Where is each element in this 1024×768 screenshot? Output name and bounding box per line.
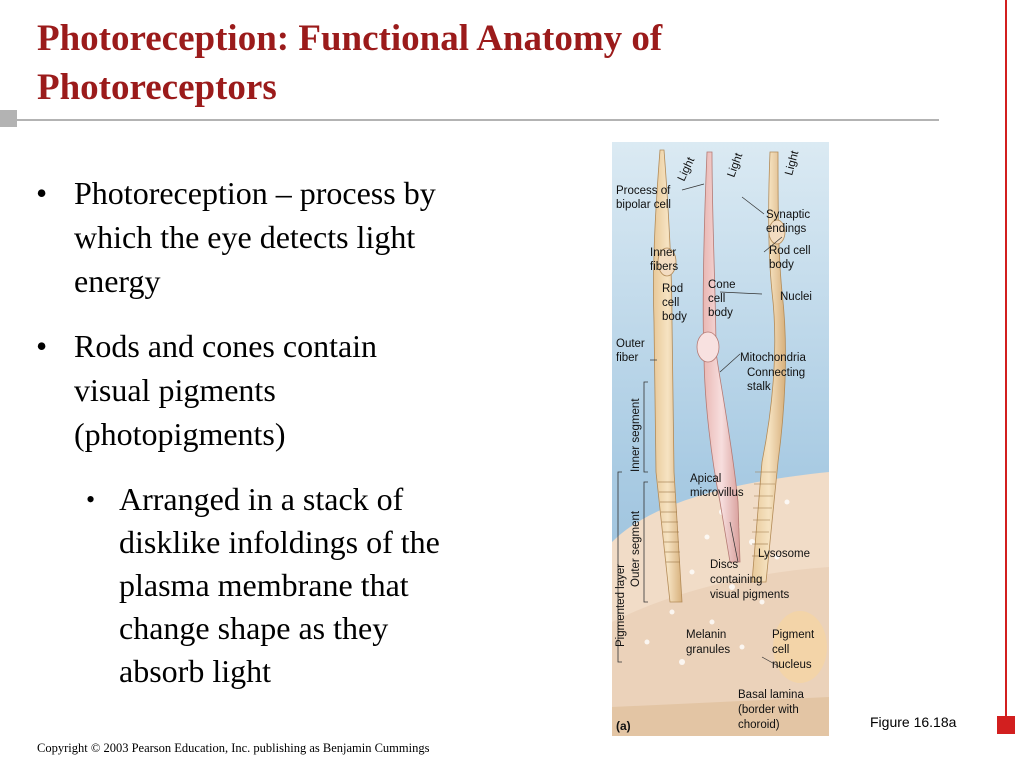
label-melanin-granules: Melanin: [686, 629, 726, 641]
figure-labels: Light Light Light Process of bipolar cel…: [615, 149, 815, 733]
figure-caption: Figure 16.18a: [870, 714, 957, 730]
sub-bullet-line: disklike infoldings of the: [119, 524, 440, 560]
bullet-text: Rods and cones contain visual pigments (…: [74, 324, 377, 456]
epithelium-shade: [612, 567, 829, 736]
bullet-line: Rods and cones contain: [74, 328, 378, 364]
label-cone-cell-body: body: [708, 307, 733, 319]
label-process-of-bipolar-cell: Process of: [616, 185, 671, 197]
label-basal-lamina: (border with: [738, 704, 799, 716]
label-process-of-bipolar-cell: bipolar cell: [616, 199, 671, 211]
cone-cell-body: [696, 331, 720, 363]
label-outer-fiber: fiber: [616, 352, 639, 364]
label-melanin-granules: granules: [686, 644, 730, 656]
disc-stripes: [658, 471, 776, 563]
label-pigmented-layer: Pigmented layer: [615, 564, 627, 647]
label-rod-cell-body-right: body: [769, 259, 794, 271]
title-rule-square: [0, 110, 17, 127]
photoreceptor-illustration: Light Light Light Process of bipolar cel…: [612, 142, 829, 736]
sub-bullet-line: plasma membrane that: [119, 567, 409, 603]
label-basal-lamina: Basal lamina: [738, 689, 804, 701]
title-line-2: Photoreceptors: [37, 67, 277, 108]
label-nuclei: Nuclei: [780, 291, 812, 303]
label-mitochondria: Mitochondria: [740, 352, 806, 364]
label-rod-cell-body-left: cell: [662, 297, 679, 309]
copyright-footer: Copyright © 2003 Pearson Education, Inc.…: [37, 741, 430, 755]
label-discs: containing: [710, 574, 762, 586]
label-rod-cell-body-left: Rod: [662, 283, 683, 295]
title-rule-line: [17, 119, 939, 121]
photoreceptor-figure: Light Light Light Process of bipolar cel…: [612, 142, 829, 736]
bullet-line: which the eye detects light: [74, 219, 416, 255]
label-pigment-cell-nucleus: cell: [772, 644, 789, 656]
rod-cell-right: [751, 151, 786, 583]
label-apical-microvillus: Apical: [690, 473, 721, 485]
sub-bullet-line: change shape as they: [119, 610, 389, 646]
title-line-1: Photoreception: Functional Anatomy of: [37, 18, 663, 59]
label-outer-fiber: Outer: [616, 338, 645, 350]
right-accent-line: [1005, 0, 1007, 716]
rod-cell-body-left: [657, 247, 677, 277]
bullet-line: visual pigments: [74, 372, 276, 408]
label-connecting-stalk: stalk: [747, 381, 771, 393]
label-cone-cell-body: cell: [708, 293, 725, 305]
label-connecting-stalk: Connecting: [747, 367, 805, 379]
label-rod-cell-body-left: body: [662, 311, 687, 323]
label-outer-segment: Outer segment: [630, 510, 642, 587]
bullet-dot: •: [36, 328, 48, 364]
label-basal-lamina: choroid): [738, 719, 780, 731]
right-accent-square: [997, 716, 1015, 734]
label-synaptic-endings: endings: [766, 223, 807, 235]
cone-cell: [702, 151, 741, 563]
label-apical-microvillus: microvillus: [690, 487, 744, 499]
label-synaptic-endings: Synaptic: [766, 209, 810, 221]
label-discs: Discs: [710, 559, 738, 571]
basal-lamina-shape: [612, 697, 829, 736]
sub-bullet-line: absorb light: [119, 653, 271, 689]
pigment-cell-nucleus-shape: [773, 611, 827, 683]
label-lysosome: Lysosome: [758, 548, 810, 560]
sub-bullet-dot: •: [86, 485, 96, 514]
label-pigment-cell-nucleus: nucleus: [772, 659, 812, 671]
label-cone-cell-body: Cone: [708, 279, 736, 291]
leader-lines: [650, 183, 783, 668]
label-inner-fibers: Inner: [650, 247, 676, 259]
bullet-line: (photopigments): [74, 416, 286, 452]
label-discs: visual pigments: [710, 589, 790, 601]
label-pigment-cell-nucleus: Pigment: [772, 629, 815, 641]
label-inner-segment: Inner segment: [630, 398, 642, 472]
bullet-line: Photoreception – process by: [74, 175, 436, 211]
label-inner-fibers: fibers: [650, 261, 678, 273]
slide-title: Photoreception: Functional Anatomy of Ph…: [37, 14, 937, 112]
bullet-dot: •: [36, 175, 48, 211]
sub-bullet-text: Arranged in a stack of disklike infoldin…: [119, 478, 440, 693]
segment-brackets: [617, 381, 648, 663]
sub-bullet-line: Arranged in a stack of: [119, 481, 404, 517]
panel-label: (a): [616, 719, 631, 733]
bullet-line: energy: [74, 263, 161, 299]
label-rod-cell-body-right: Rod cell: [769, 245, 811, 257]
bullet-text: Photoreception – process by which the ey…: [74, 171, 436, 303]
